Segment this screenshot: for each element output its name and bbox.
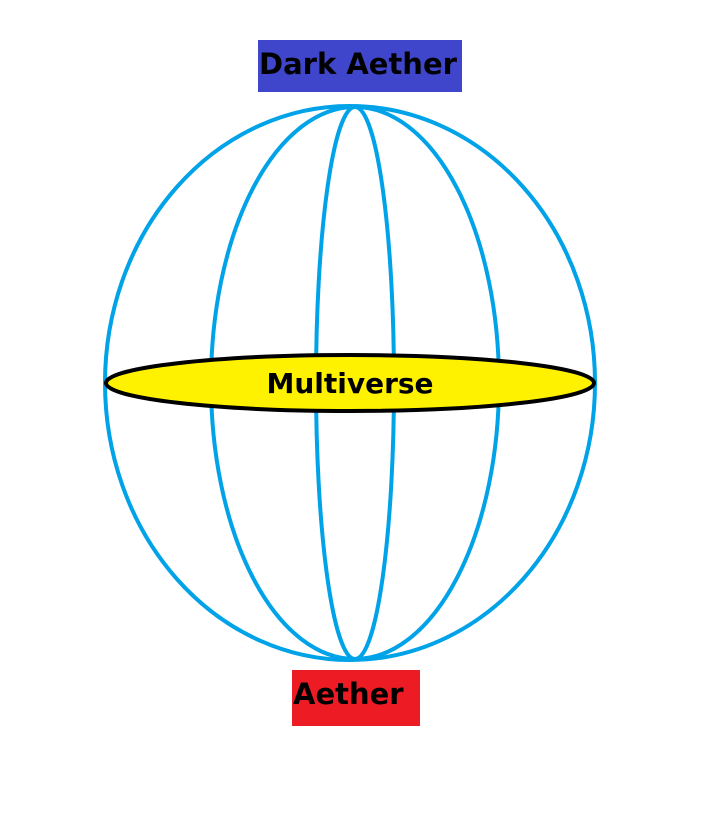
multiverse-label: Multiverse (266, 367, 433, 400)
dark-aether-label: Dark Aether (258, 40, 462, 92)
multiverse-disc (104, 353, 596, 413)
aether-label: Aether (292, 670, 420, 726)
